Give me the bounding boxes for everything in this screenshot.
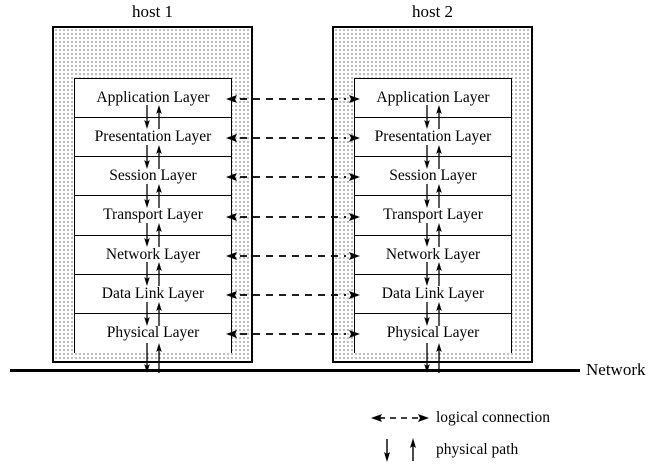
- layer-label: Physical Layer: [386, 324, 480, 342]
- layer-label: Session Layer: [389, 167, 477, 185]
- layer-row: Physical Layer: [75, 313, 231, 353]
- layer-row: Network Layer: [75, 235, 231, 275]
- layer-label: Physical Layer: [106, 324, 200, 342]
- layer-row: Data Link Layer: [75, 274, 231, 314]
- host-2-layer-stack: Application Layer Presentation Layer Ses…: [354, 78, 512, 353]
- layer-label: Application Layer: [376, 89, 490, 107]
- layer-row: Transport Layer: [355, 196, 511, 236]
- layer-label: Presentation Layer: [374, 128, 492, 146]
- legend-label: logical connection: [436, 409, 551, 426]
- layer-row: Session Layer: [355, 157, 511, 197]
- legend-row-logical: logical connection: [364, 407, 550, 429]
- layer-row: Session Layer: [75, 157, 231, 197]
- network-label: Network: [586, 360, 646, 379]
- layer-row: Presentation Layer: [355, 118, 511, 158]
- layer-row: Physical Layer: [355, 313, 511, 353]
- layer-label: Data Link Layer: [381, 284, 485, 302]
- layer-label: Network Layer: [385, 245, 481, 263]
- layer-label: Transport Layer: [103, 206, 203, 224]
- dashed-double-arrow-icon: [364, 407, 436, 429]
- layer-row: Network Layer: [355, 235, 511, 275]
- host-2-label: host 2: [411, 2, 454, 21]
- layer-row: Presentation Layer: [75, 118, 231, 158]
- layer-row: Transport Layer: [75, 196, 231, 236]
- layer-label: Session Layer: [109, 167, 197, 185]
- layer-label: Presentation Layer: [94, 128, 212, 146]
- layer-row: Data Link Layer: [355, 274, 511, 314]
- layer-row: Application Layer: [355, 79, 511, 119]
- layer-label: Data Link Layer: [101, 284, 205, 302]
- legend-label: physical path: [436, 441, 519, 458]
- host-1-label: host 1: [131, 2, 174, 21]
- layer-label: Transport Layer: [383, 206, 483, 224]
- network-line: [10, 369, 580, 372]
- legend: logical connection physical path: [364, 405, 644, 467]
- legend-row-physical: physical path: [364, 438, 519, 462]
- host-1-layer-stack: Application Layer Presentation Layer Ses…: [74, 78, 232, 353]
- layer-row: Application Layer: [75, 79, 231, 119]
- layer-label: Network Layer: [105, 245, 201, 263]
- down-up-arrow-icon: [364, 438, 436, 462]
- layer-label: Application Layer: [96, 89, 210, 107]
